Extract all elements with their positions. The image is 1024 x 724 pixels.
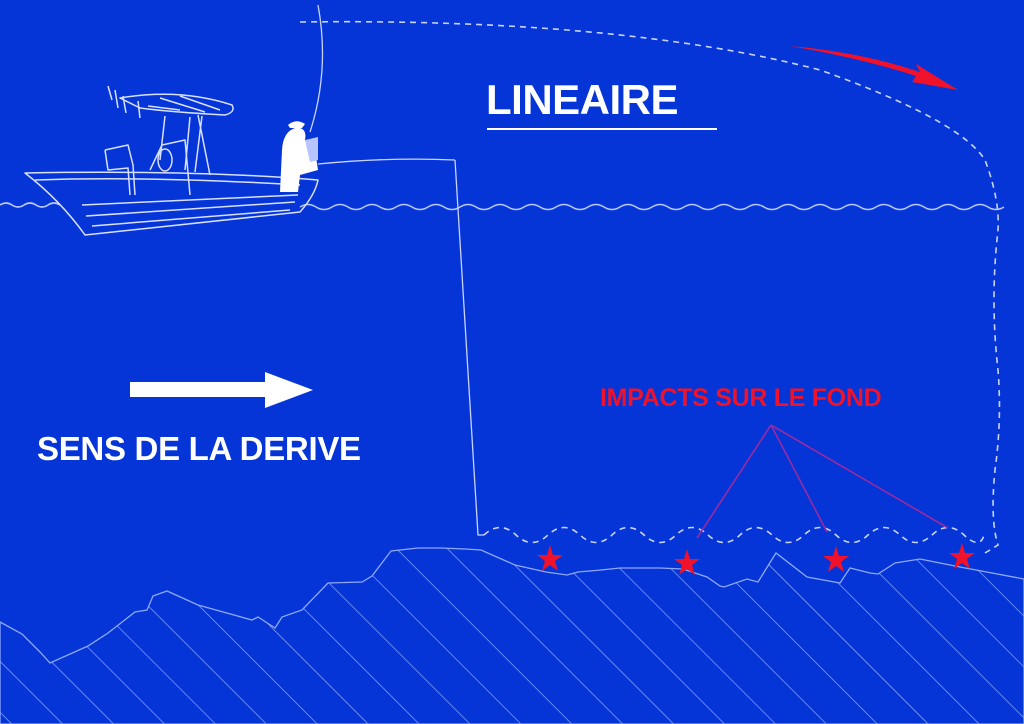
drift-trajectory-red-arrow-icon bbox=[790, 46, 958, 90]
fishing-rod bbox=[309, 4, 484, 536]
impact-star-icon bbox=[949, 543, 975, 569]
impact-star-icons bbox=[537, 543, 975, 575]
seabed bbox=[0, 547, 1024, 724]
drift-direction-arrow-icon bbox=[130, 372, 313, 408]
impact-star-icon bbox=[537, 545, 563, 571]
angler-icon bbox=[280, 121, 318, 192]
impact-star-icon bbox=[674, 549, 700, 575]
impacts-label: IMPACTS SUR LE FOND bbox=[600, 384, 882, 412]
impact-star-icon bbox=[823, 546, 849, 572]
trajectory-dashed-line bbox=[299, 20, 1001, 554]
drift-direction-label: SENS DE LA DERIVE bbox=[37, 430, 361, 467]
impact-callout-lines bbox=[696, 424, 949, 539]
title-underline bbox=[487, 128, 717, 130]
diagram-title: LINEAIRE bbox=[486, 76, 679, 123]
boat-icon bbox=[24, 85, 319, 236]
water-surface bbox=[0, 202, 1005, 211]
